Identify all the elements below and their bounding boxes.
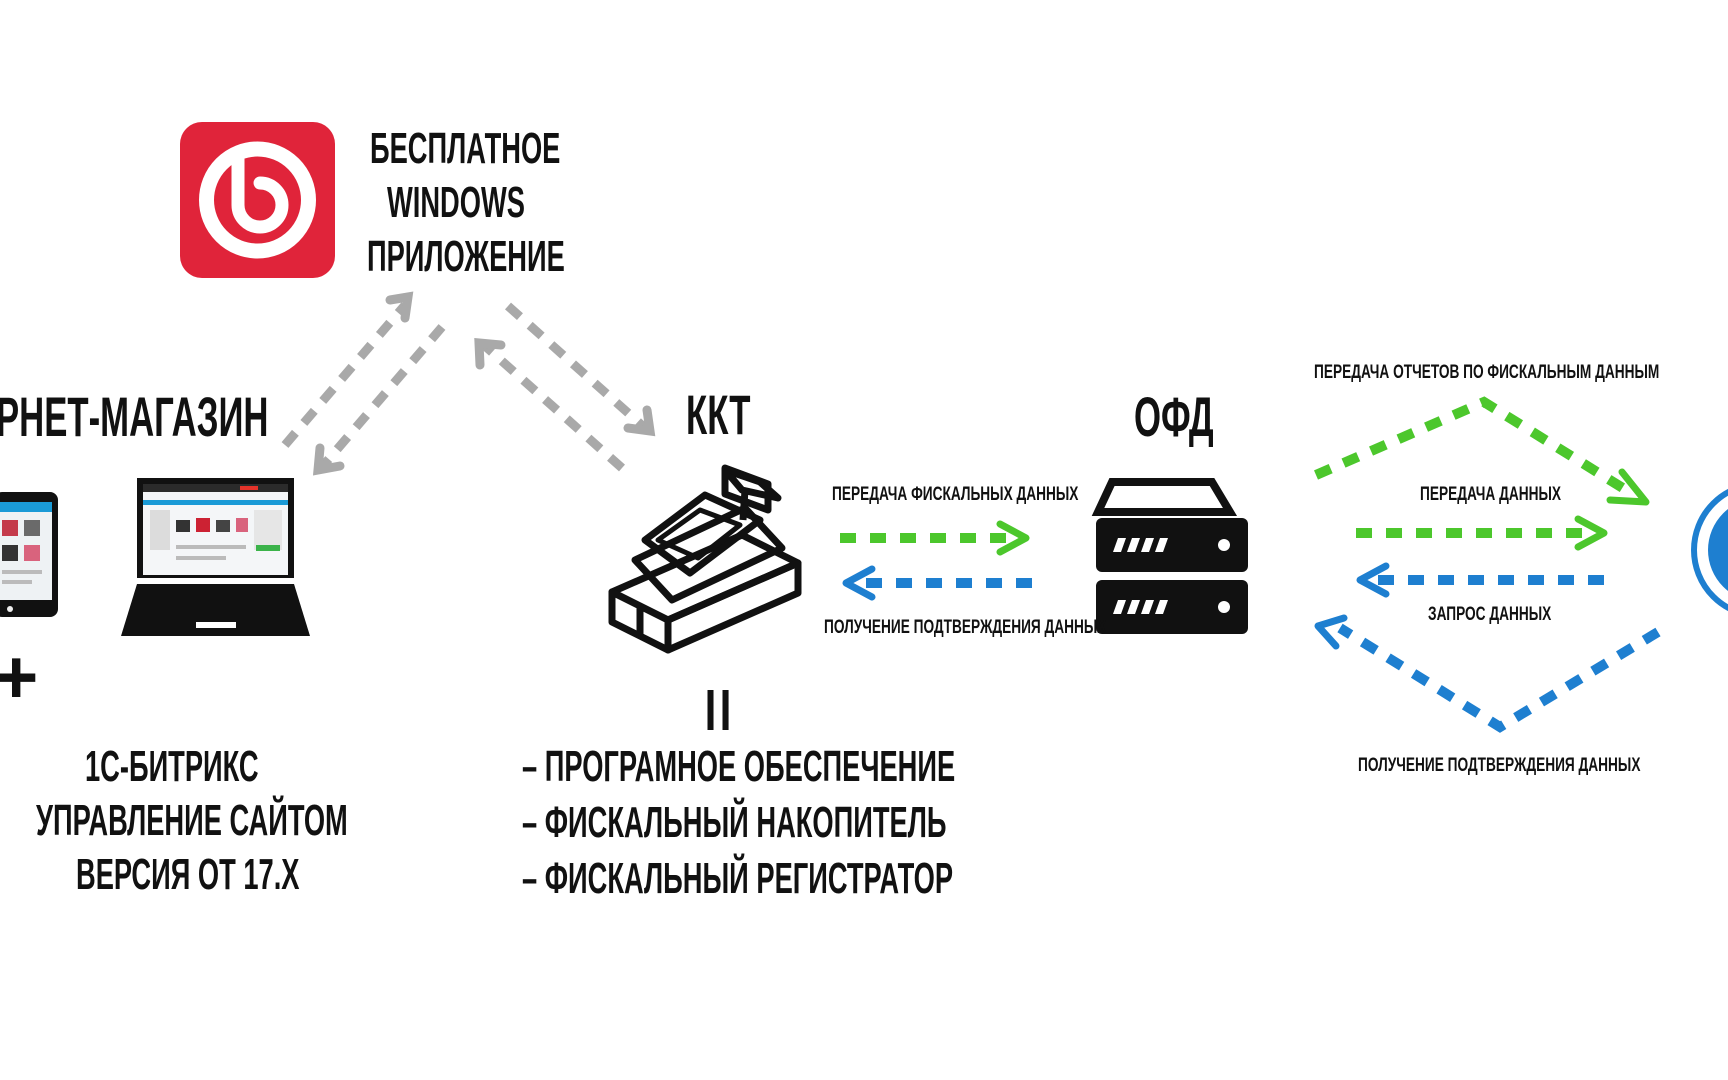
node-ofd-title: ОФД [1134, 385, 1214, 448]
arrow-confirm-from-fns [1314, 614, 1661, 733]
node-kkt-title: ККТ [686, 383, 751, 446]
kkt-part-software: – ПРОГРАМНОЕ ОБЕСПЕЧЕНИЕ [522, 742, 956, 791]
cash-register-icon [608, 464, 802, 654]
laptop-icon [121, 478, 310, 636]
tablet-icon [0, 492, 58, 617]
label-data-to-fns: ПЕРЕДАЧА ДАННЫХ [1420, 484, 1561, 505]
kkt-part-fiscal-storage: – ФИСКАЛЬНЫЙ НАКОПИТЕЛЬ [522, 798, 947, 847]
bitrix-app-icon [180, 122, 335, 278]
label-request-from-fns: ЗАПРОС ДАННЫХ [1428, 604, 1552, 625]
app-name-line-1: БЕСПЛАТНОЕ [370, 124, 561, 173]
label-send-fiscal-data: ПЕРЕДАЧА ФИСКАЛЬНЫХ ДАННЫХ [832, 484, 1079, 505]
arrow-request-from-fns [1356, 562, 1604, 598]
equals-sign: = [687, 686, 750, 734]
label-reports-to-fns: ПЕРЕДАЧА ОТЧЕТОВ ПО ФИСКАЛЬНЫМ ДАННЫМ [1314, 362, 1660, 383]
bitrix-line-2: УПРАВЛЕНИЕ САЙТОМ [36, 796, 348, 845]
node-shop-title: РНЕТ-МАГАЗИН [0, 385, 269, 448]
bitrix-line-1: 1С-БИТРИКС [85, 742, 259, 791]
app-name-line-3: ПРИЛОЖЕНИЕ [367, 232, 565, 281]
server-icon [1091, 478, 1248, 634]
fns-seal-icon: ФЕДЕРАЛЬН [1662, 488, 1728, 620]
kkt-part-fiscal-registrar: – ФИСКАЛЬНЫЙ РЕГИСТРАТОР [522, 854, 954, 903]
label-fns-confirm: ПОЛУЧЕНИЕ ПОДТВЕРЖДЕНИЯ ДАННЫХ [1358, 755, 1641, 776]
arrow-kkt-to-ofd [840, 520, 1030, 556]
arrow-ofd-to-kkt [842, 565, 1032, 601]
bitrix-line-3: ВЕРСИЯ ОТ 17.Х [76, 850, 300, 899]
plus-sign: + [0, 635, 39, 720]
arrow-data-to-fns [1356, 515, 1608, 551]
label-kkt-confirm: ПОЛУЧЕНИЕ ПОДТВЕРЖДЕНИЯ ДАННЫХ [824, 617, 1107, 638]
arrow-reports-to-fns [1314, 396, 1650, 506]
sync-arrows-app-kkt [474, 302, 656, 472]
app-name-line-2: WINDOWS [387, 178, 525, 227]
sync-arrows-shop-app [281, 291, 446, 476]
